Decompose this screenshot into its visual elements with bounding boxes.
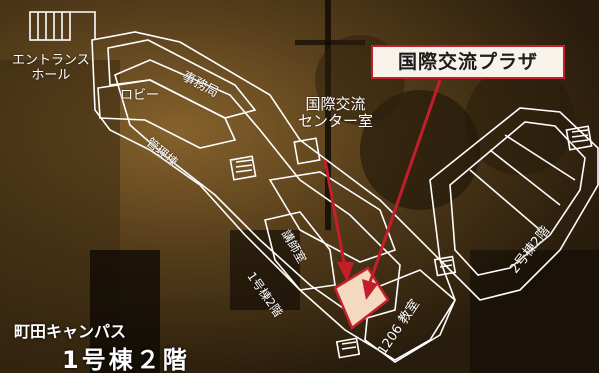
- building2-outline: [429, 107, 599, 301]
- plaza-room-highlight: [333, 266, 390, 330]
- lobby-label: ロビー: [120, 88, 160, 103]
- lobby-block: [97, 79, 237, 149]
- admin-wing-inner: [114, 59, 401, 321]
- office-block: [107, 39, 257, 119]
- admin-wing-outline: [91, 31, 456, 361]
- faculty-room-block: [264, 211, 336, 291]
- entrance-stairs: [29, 11, 96, 41]
- center-room-block: [268, 171, 397, 263]
- floor-title: 1号棟２階: [62, 346, 190, 373]
- entrance-hall-label: エントランス ホール: [12, 53, 90, 83]
- building2-stairs: [433, 125, 593, 277]
- classroom-block: [364, 269, 456, 363]
- pointer-arrows: [323, 79, 442, 300]
- admin-stairs: [229, 155, 257, 181]
- center-room-label: 国際交流 センター室: [298, 95, 374, 131]
- campus-title: 町田キャンパス: [14, 322, 127, 341]
- elevator: [293, 137, 321, 165]
- building2-inner: [449, 121, 586, 276]
- building1-stairs: [335, 337, 361, 359]
- plaza-callout: 国際交流プラザ: [371, 45, 565, 79]
